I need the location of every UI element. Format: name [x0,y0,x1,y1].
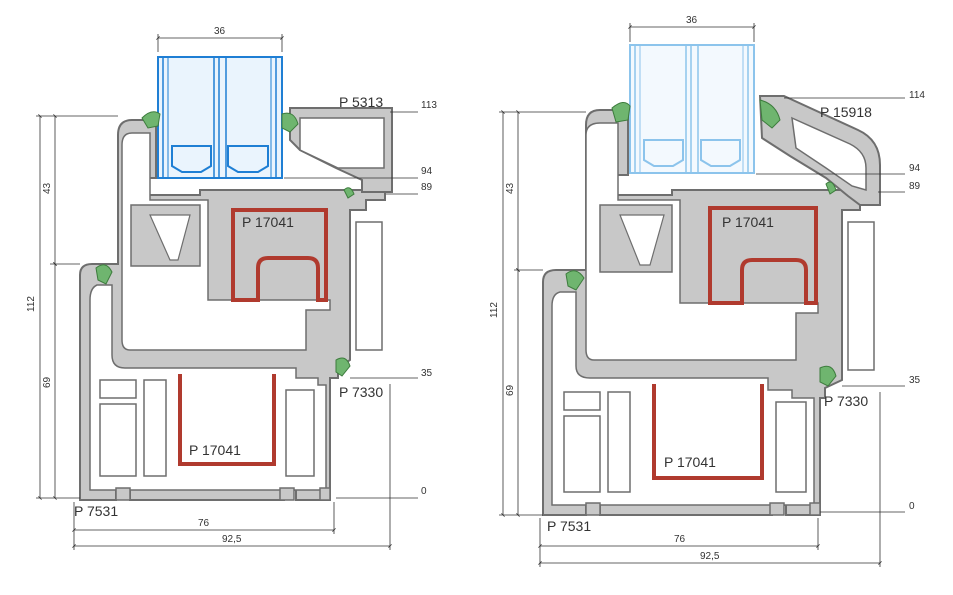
level-0-left: 0 [421,486,427,497]
glazing-unit-right [629,44,755,174]
left-profile-section: P 5313 P 17041 P 17041 P 7330 P 7531 [26,26,437,550]
dim-glazing-width-left: 36 [214,26,226,37]
steel-reinforcements-right [652,206,818,480]
level-89-left: 89 [421,182,433,193]
dim-76-left: 76 [198,518,210,529]
frame-profile-left [79,107,393,501]
dim-69-left: 69 [42,376,53,388]
steel-reinforcements-left [178,208,328,466]
dim-92-5-left: 92,5 [222,534,242,545]
label-frame-reinforcement-right: P 17041 [664,454,716,470]
label-sash-reinforcement-right: P 17041 [722,214,774,230]
label-frame-reinforcement-left: P 17041 [189,442,241,458]
level-94-right: 94 [909,163,921,174]
level-114-right: 114 [909,90,925,101]
dim-43-left: 43 [42,182,53,194]
level-35-left: 35 [421,368,433,379]
label-bead-left: P 5313 [339,94,383,110]
dim-76-right: 76 [674,534,686,545]
label-sash-reinforcement-left: P 17041 [242,214,294,230]
label-mullion-left: P 7330 [339,384,383,400]
label-bead-right: P 15918 [820,104,872,120]
level-35-right: 35 [909,375,921,386]
label-frame-left: P 7531 [74,503,118,519]
dim-43-right: 43 [505,182,516,194]
level-94-left: 94 [421,166,433,177]
label-frame-right: P 7531 [547,518,591,534]
dim-92-5-right: 92,5 [700,551,720,562]
glazing-unit-left [157,56,283,179]
level-0-right: 0 [909,501,915,512]
frame-profile-right [542,95,881,516]
level-89-right: 89 [909,181,921,192]
dimensions-left [36,34,418,550]
dimensions-right [499,23,905,567]
right-profile-section: P 15918 P 17041 P 17041 P 7330 P 7531 [489,15,925,567]
dim-69-right: 69 [505,384,516,396]
dim-112-right: 112 [489,302,500,318]
label-mullion-right: P 7330 [824,393,868,409]
dim-glazing-width-right: 36 [686,15,698,26]
level-113-left: 113 [421,100,437,111]
dim-112-left: 112 [26,296,37,312]
